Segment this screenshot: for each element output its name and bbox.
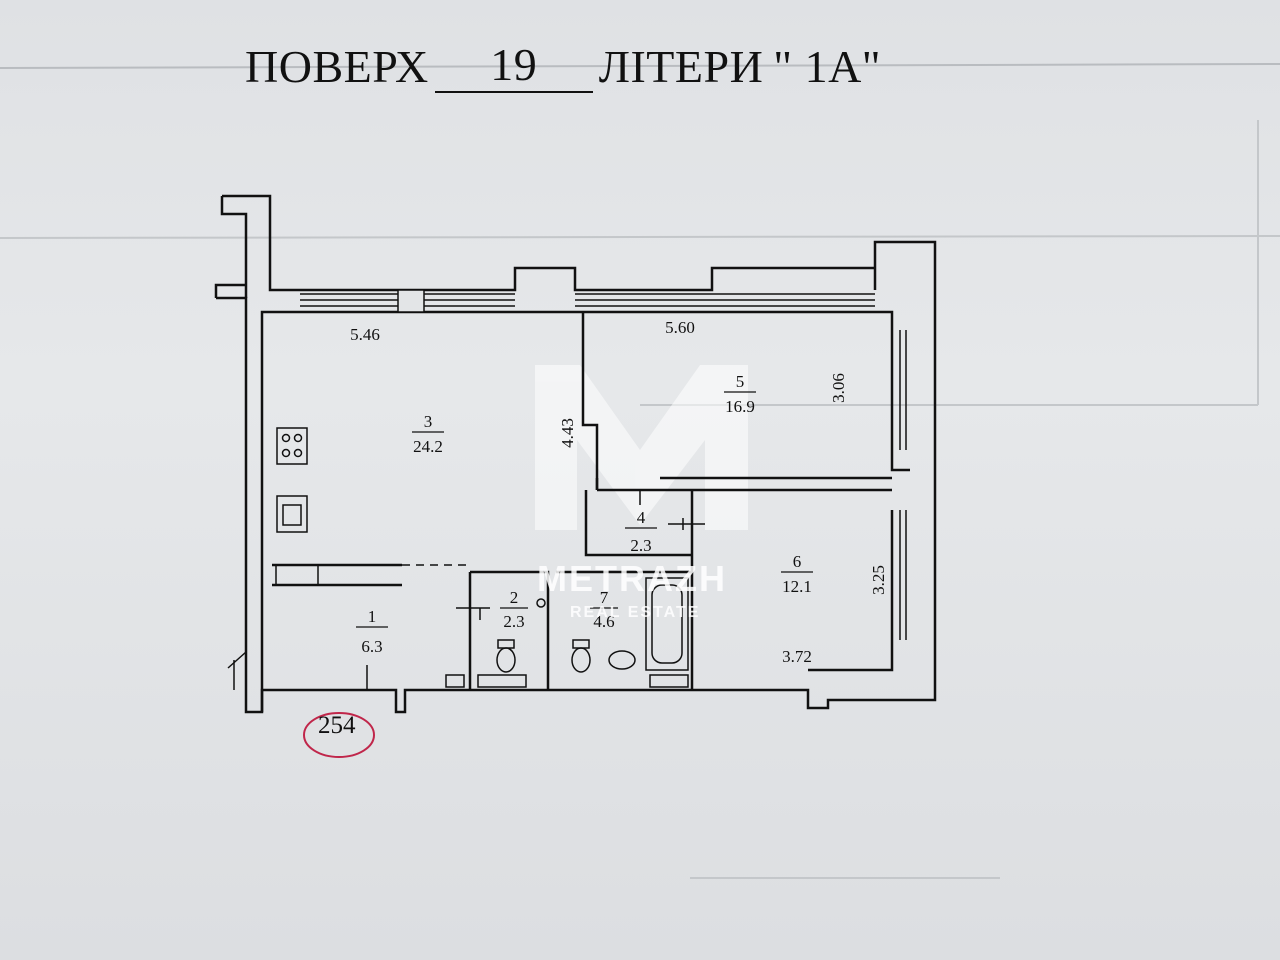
dimension-5-46: 5.46 <box>350 325 380 344</box>
floor-value: 19 <box>434 38 593 93</box>
toilet-icon <box>496 639 591 673</box>
watermark-tagline: REAL ESTATE <box>570 604 701 621</box>
letter-label: ЛІТЕРИ <box>598 41 764 92</box>
radiator-icons <box>275 564 689 688</box>
room-1-area: 6.3 <box>361 637 382 656</box>
room-4-id: 4 <box>637 508 646 527</box>
door-marks <box>227 490 705 690</box>
room-5-area: 16.9 <box>725 397 755 416</box>
room-2-area: 2.3 <box>503 612 524 631</box>
bathtub-icon <box>645 577 689 671</box>
room-5-id: 5 <box>736 372 745 391</box>
room-4-area: 2.3 <box>630 536 651 555</box>
room-6-area: 12.1 <box>782 577 812 596</box>
room-labels: 3 24.2 5 16.9 4 2.3 6 12.1 2 2.3 7 4.6 1… <box>356 372 813 656</box>
room-1-id: 1 <box>368 607 377 626</box>
zone-separators <box>402 495 587 566</box>
dimension-5-60: 5.60 <box>665 318 695 337</box>
watermark-brand: METRAZH <box>537 558 727 599</box>
partitions <box>272 312 892 690</box>
room-7-id: 7 <box>600 588 609 607</box>
outer-walls <box>214 194 937 714</box>
dimension-3-06: 3.06 <box>829 373 848 403</box>
dimension-labels: 5.46 5.60 4.43 3.06 3.25 3.72 <box>350 318 888 666</box>
stamp-circle <box>303 712 375 758</box>
dimension-3-25: 3.25 <box>869 565 888 595</box>
floor-label: ПОВЕРХ <box>245 41 429 92</box>
room-2-id: 2 <box>510 588 519 607</box>
room-7-area: 4.6 <box>593 612 614 631</box>
room-6-id: 6 <box>793 552 802 571</box>
room-3-area: 24.2 <box>413 437 443 456</box>
sink-icon <box>276 495 308 533</box>
dimension-4-43: 4.43 <box>558 418 577 448</box>
watermark-logo <box>535 365 748 530</box>
page-title: ПОВЕРХ 19 ЛІТЕРИ " 1А" <box>245 38 891 93</box>
letter-value: " 1А" <box>773 41 882 92</box>
dimension-3-72: 3.72 <box>782 647 812 666</box>
room-3-id: 3 <box>424 412 433 431</box>
stamp-number: 254 <box>318 712 356 739</box>
stove-icon <box>276 427 308 465</box>
washbasin-icon <box>536 598 636 670</box>
window-strips <box>300 289 907 640</box>
